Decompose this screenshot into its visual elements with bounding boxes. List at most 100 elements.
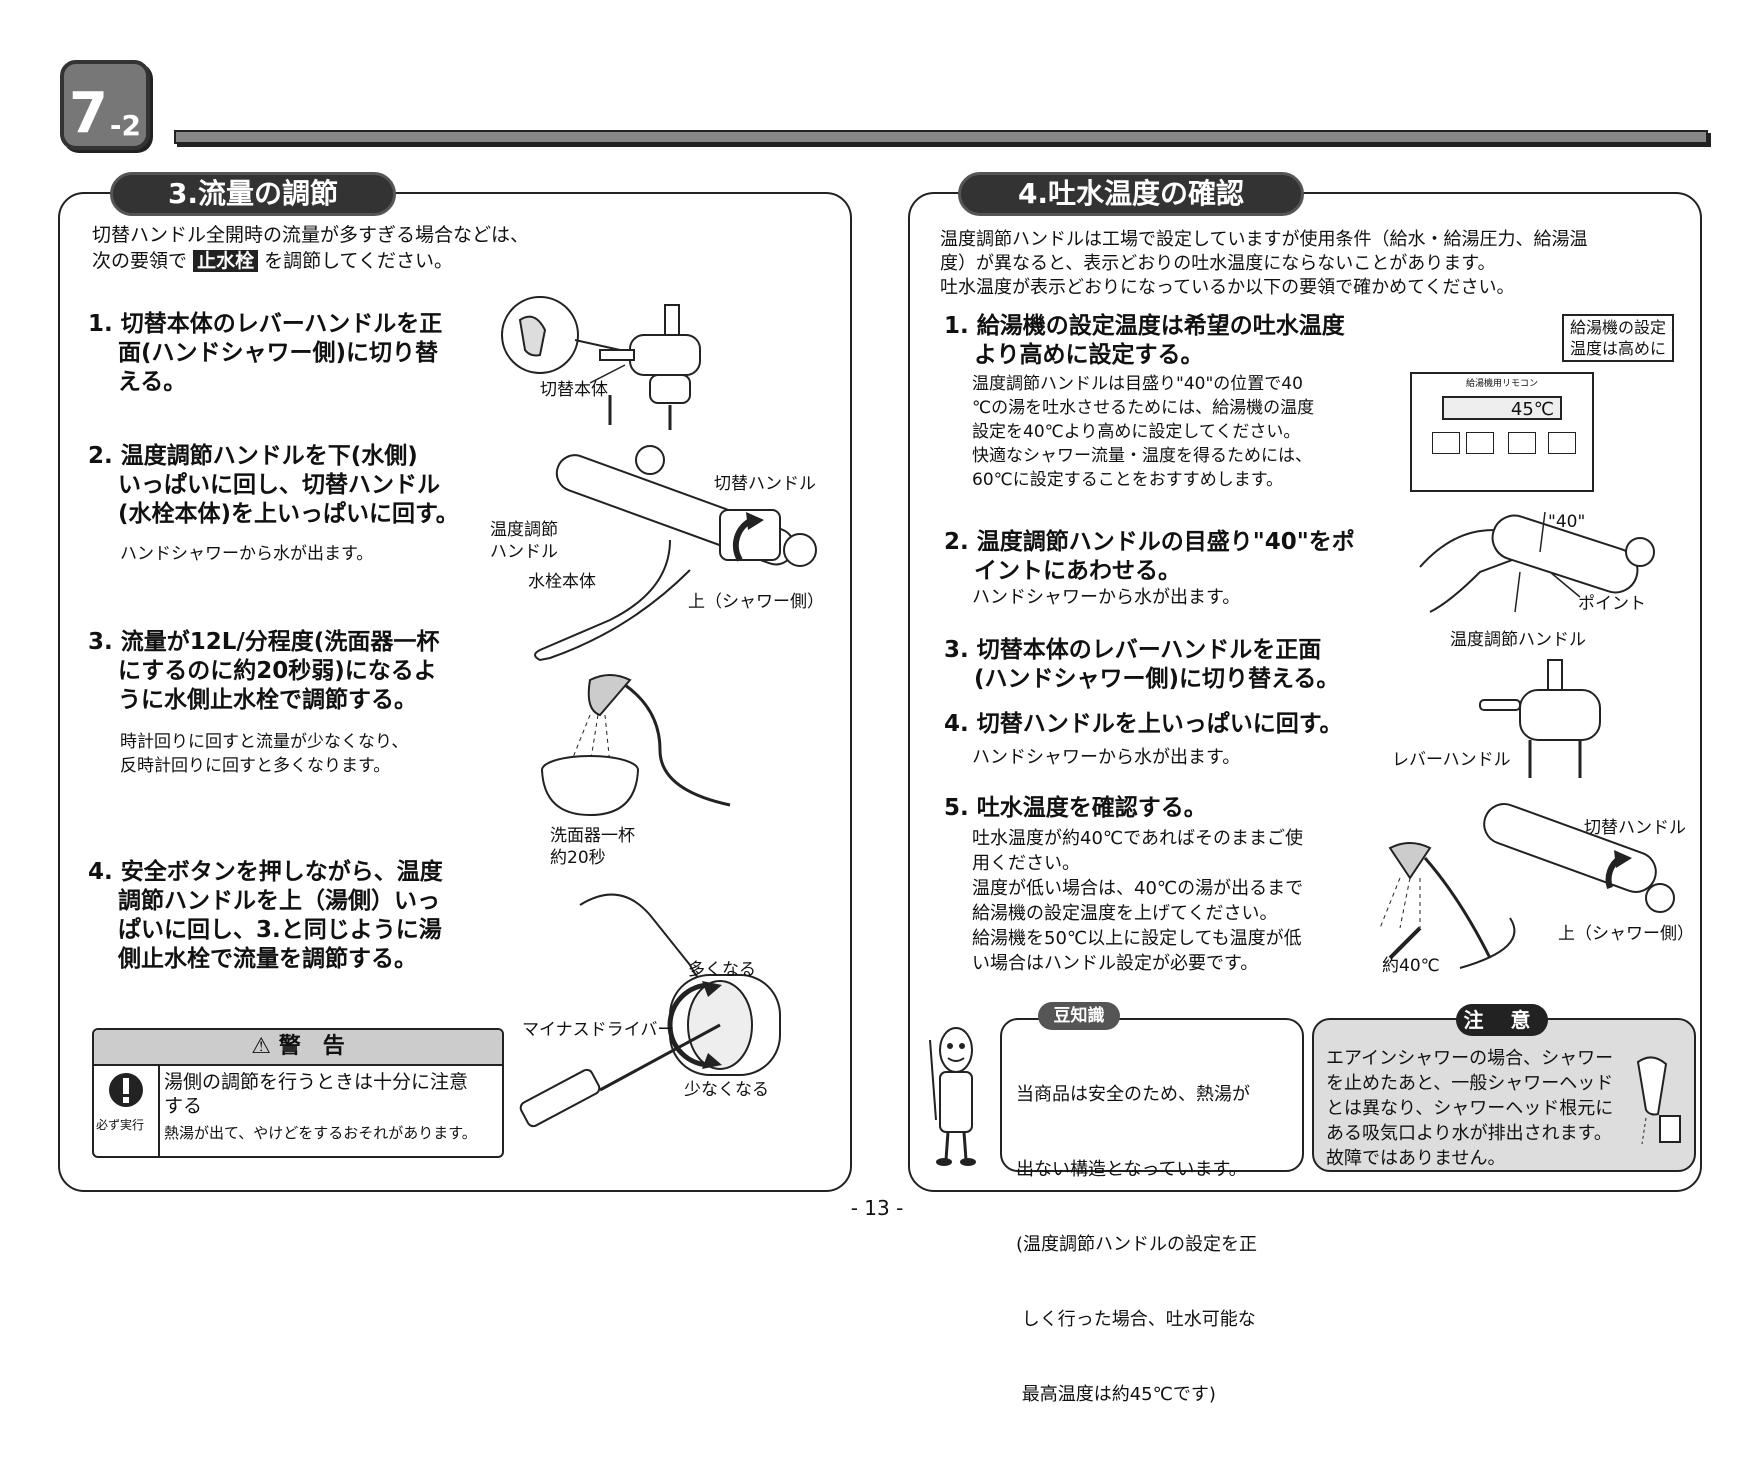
r-step2-line: イントにあわせる。 [974,558,1181,584]
intro-text-a: 次の要領で [92,250,188,272]
r-step2-line: 2. 温度調節ハンドルの目盛り"40"をポ [944,529,1355,555]
step4-line: 調節ハンドルを上（湯側）いっ [118,888,440,914]
right-panel-title: 4.吐水温度の確認 [958,172,1304,216]
fig2-label-up: 上（シャワー側） [688,592,824,612]
warning-sub: 熱湯が出て、やけどをするおそれがあります。 [164,1124,477,1142]
r-step3-line: (ハンドシャワー側)に切り替える。 [974,666,1340,692]
page-number: - 13 - [850,1196,904,1220]
fig-step2-mark: "40" [1548,512,1586,532]
fig1-label-switch-body: 切替本体 [540,380,608,400]
left-intro-line1: 切替ハンドル全開時の流量が多すぎる場合などは、 [92,224,530,246]
remote-display: 45℃ [1442,396,1562,420]
step4-line: ぱいに回し、3.と同じように湯 [118,917,442,943]
section-badge: 7-2 [60,60,150,150]
r-step5-note-line: 吐水温度が約40℃であればそのままご使 [972,828,1303,849]
right-intro: 温度調節ハンドルは工場で設定していますが使用条件（給水・給湯圧力、給湯温 度）が… [940,228,1587,300]
remote-button [1548,432,1576,454]
right-step-3: 3. 切替本体のレバーハンドルを正面 (ハンドシャワー側)に切り替える。 [944,636,1339,694]
step3-note-line: 反時計回りに回すと多くなります。 [120,756,391,776]
r-step1-note-line: 温度調節ハンドルは目盛り"40"の位置で40 [972,374,1303,394]
fig2-label-switch-handle: 切替ハンドル [714,474,816,494]
step3-note-line: 時計回りに回すと流量が少なくなり、 [120,732,409,752]
step1-line: 面(ハンドシャワー側)に切り替 [118,340,439,366]
step4-line: 4. 安全ボタンを押しながら、温度 [88,859,443,885]
mandatory-label: 必ず実行 [96,1118,145,1132]
remote-button [1466,432,1494,454]
r-step5-note-line: 温度が低い場合は、40℃の湯が出るまで [972,878,1304,899]
remote-button [1432,432,1460,454]
tip-line: 最高温度は約45℃です) [1016,1384,1216,1405]
header-rule [174,130,1708,144]
faucet-illustration [534,445,817,662]
water-heater-remote: 給湯機用リモコン 45℃ [1410,372,1594,492]
right-intro-line: 温度調節ハンドルは工場で設定していますが使用条件（給水・給湯圧力、給湯温 [940,229,1588,250]
left-step-3: 3. 流量が12L/分程度(洗面器一杯 にするのに約20秒弱)になるよ うに水側… [88,628,439,715]
warning-box: ⚠ 警 告 必ず実行 湯側の調節を行うときは十分に注意 する 熱湯が出て、やけど… [92,1028,504,1158]
r-step1-note-line: 60℃に設定することをおすすめします。 [972,470,1284,490]
r-step5-note-line: い場合はハンドル設定が必要です。 [972,953,1259,974]
caution-line: とは異なり、シャワーヘッド根元に [1326,1098,1614,1119]
remote-title: 給湯機用リモコン [1465,379,1538,389]
fig-step5-switch-handle: 切替ハンドル [1584,818,1686,838]
section-number: 7 [68,81,108,146]
right-step-2: 2. 温度調節ハンドルの目盛り"40"をポ イントにあわせる。 [944,528,1355,586]
r-step1-line: より高めに設定する。 [974,342,1204,368]
fig3-label-1: 洗面器一杯 [550,826,635,846]
shower-temp-check-illustration [1379,803,1675,969]
remote-callout: 給湯機の設定 温度は高めに [1562,314,1675,362]
caution-line: を止めたあと、一般シャワーヘッド [1326,1073,1614,1094]
r-step3-line: 3. 切替本体のレバーハンドルを正面 [944,637,1322,663]
step1-line: 1. 切替本体のレバーハンドルを正 [88,311,443,337]
step3-line: にするのに約20秒弱)になるよ [118,658,437,684]
warning-triangle-icon: ⚠ [251,1034,272,1059]
r-step1-note-line: ℃の湯を吐水させるためには、給湯機の温度 [972,398,1315,418]
fig2-label-temp-handle-1: 温度調節 [490,520,558,540]
step2-line: (水栓本体)を上いっぱいに回す。 [118,501,459,527]
warning-main-line: 湯側の調節を行うときは十分に注意 [164,1071,469,1093]
fig4-label-driver: マイナスドライバー [522,1020,675,1040]
mandatory-icon-cell: 必ず実行 [94,1066,160,1156]
right-step-4: 4. 切替ハンドルを上いっぱいに回す。 [944,711,1343,737]
right-step5-note: 吐水温度が約40℃であればそのままご使 用ください。 温度が低い場合は、40℃の… [972,826,1303,976]
highlight-stop-valve: 止水栓 [193,250,259,272]
switch-body-illustration [501,296,701,430]
r-step1-line: 1. 給湯機の設定温度は希望の吐水温度 [944,313,1345,339]
step2-line: いっぱいに回し、切替ハンドル [118,472,440,498]
r-step5-note-line: 給湯機を50℃以上に設定しても温度が低 [972,928,1302,949]
remote-callout-line: 温度は高めに [1570,339,1667,358]
step3-line: 3. 流量が12L/分程度(洗面器一杯 [88,629,440,655]
warning-header: ⚠ 警 告 [94,1030,502,1066]
caution-line: 故障ではありません。 [1326,1148,1506,1169]
fig-step2-handle: 温度調節ハンドル [1450,630,1586,650]
caution-text: エアインシャワーの場合、シャワー を止めたあと、一般シャワーヘッド とは異なり、… [1326,1046,1613,1171]
remote-button [1508,432,1536,454]
shower-head-icon [1636,1056,1681,1145]
fig-step3-lever: レバーハンドル [1392,750,1511,770]
warning-title: 警 告 [278,1034,345,1059]
left-step-4: 4. 安全ボタンを押しながら、温度 調節ハンドルを上（湯側）いっ ぱいに回し、3… [88,858,443,974]
section-sub-number: -2 [109,109,142,142]
remote-callout-line: 給湯機の設定 [1570,318,1667,337]
warning-main: 湯側の調節を行うときは十分に注意 する [164,1070,468,1118]
r-step5-note-line: 用ください。 [972,853,1080,874]
tip-line: しく行った場合、吐水可能な [1016,1309,1256,1330]
lever-handle-illustration [1479,659,1601,778]
basin-illustration [541,674,731,817]
tip-line: 当商品は安全のため、熱湯が [1016,1084,1250,1105]
r-step5-note-line: 給湯機の設定温度を上げてください。 [972,903,1278,924]
left-panel-title: 3.流量の調節 [110,172,396,216]
tip-line: (温度調節ハンドルの設定を正 [1016,1234,1258,1255]
temp-handle-hand-illustration [1419,511,1655,613]
right-intro-line: 度）が異なると、表示どおりの吐水温度にならないことがあります。 [940,253,1496,274]
fig2-label-temp-handle-2: ハンドル [490,542,558,562]
fig4-label-less: 少なくなる [684,1080,769,1100]
step1-line: える。 [118,369,187,395]
fig-step5-up: 上（シャワー側） [1558,924,1694,944]
step4-line: 側止水栓で流量を調節する。 [118,946,417,972]
r-step1-note-line: 設定を40℃より高めに設定してください。 [972,422,1301,442]
right-step-1: 1. 給湯機の設定温度は希望の吐水温度 より高めに設定する。 [944,312,1345,370]
left-intro: 切替ハンドル全開時の流量が多すぎる場合などは、 次の要領で 止水栓 を調節してく… [92,222,529,274]
exclamation-icon [109,1073,143,1107]
screwdriver-illustration [519,893,781,1128]
step2-line: 2. 温度調節ハンドルを下(水側) [88,443,418,469]
